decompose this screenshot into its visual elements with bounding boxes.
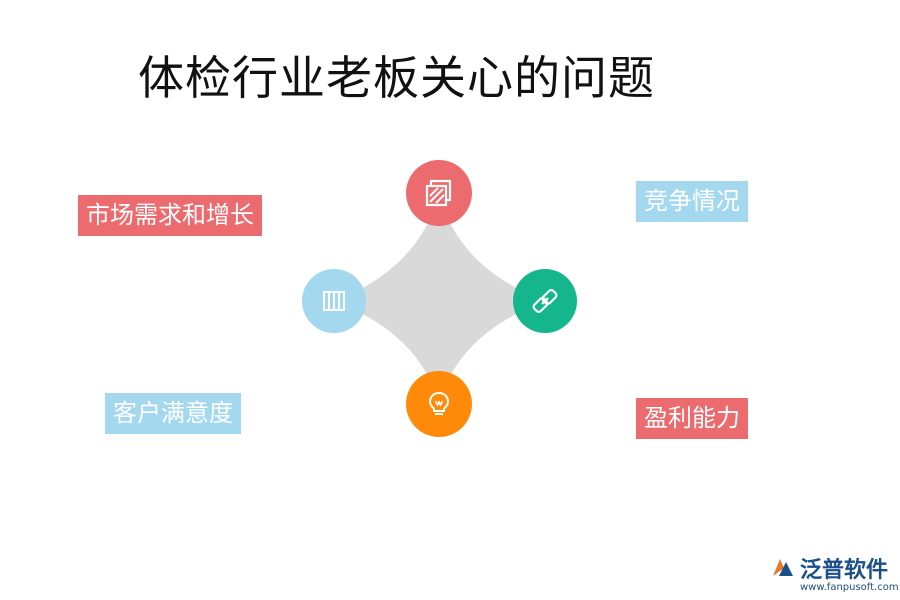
lightbulb-icon	[428, 391, 450, 415]
page-title: 体检行业老板关心的问题	[138, 51, 655, 105]
node-top	[406, 160, 472, 226]
brand-name: 泛普软件	[800, 558, 889, 583]
fanpu-logo-icon	[773, 559, 793, 576]
label-customer-satisfaction: 客户满意度	[105, 393, 241, 434]
link-icon	[532, 289, 558, 313]
node-bottom	[406, 371, 472, 437]
layers-icon	[425, 179, 452, 207]
brand-url: www.fanpusoft.com	[800, 582, 899, 593]
star-shape	[334, 193, 545, 404]
label-competition: 竞争情况	[636, 181, 748, 222]
brand-logo: 泛普软件	[770, 552, 888, 584]
columns-icon	[323, 291, 345, 311]
node-right	[513, 269, 577, 333]
node-left	[302, 269, 366, 333]
label-profitability: 盈利能力	[636, 398, 748, 439]
label-market-demand: 市场需求和增长	[78, 195, 262, 236]
